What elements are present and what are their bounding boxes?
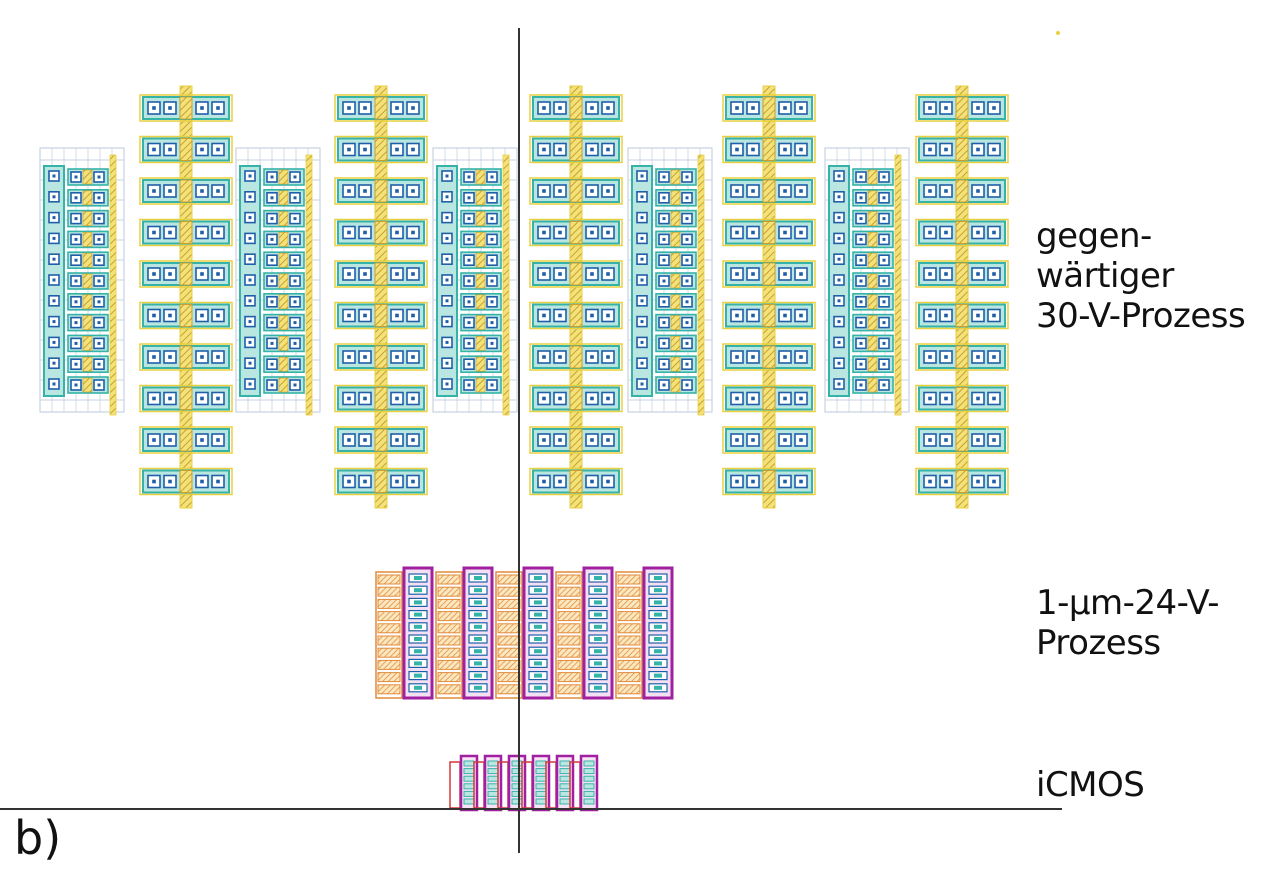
label-1um-line-1: 1-µm-24-V- — [1036, 583, 1220, 623]
small-transistor-column — [449, 754, 479, 812]
tall-transistor-column — [139, 85, 233, 509]
tall-transistor-column — [722, 85, 816, 509]
medium-transistor-column — [555, 566, 614, 700]
medium-transistor-column — [495, 566, 554, 700]
medium-transistor-column — [435, 566, 494, 700]
label-1um-line-2: Prozess — [1036, 623, 1161, 663]
medium-transistor-column — [615, 566, 674, 700]
stray-dot — [1056, 31, 1060, 35]
label-30v-process: gegen- wärtiger 30-V-Prozess — [1036, 216, 1246, 336]
layout-icmos-process — [449, 754, 599, 812]
label-icmos-process: iCMOS — [1036, 765, 1145, 805]
label-30v-line-1: gegen- — [1036, 216, 1152, 256]
layout-1um-24v-process — [375, 566, 674, 700]
small-transistor-column — [569, 754, 599, 812]
label-icmos-line-1: iCMOS — [1036, 765, 1145, 805]
tall-transistor-column — [334, 85, 428, 509]
short-transistor-column — [627, 147, 713, 416]
layout-30v-process — [39, 85, 1009, 509]
small-transistor-column — [521, 754, 551, 812]
short-transistor-column — [432, 147, 518, 416]
tall-transistor-column — [529, 85, 623, 509]
short-transistor-column — [235, 147, 321, 416]
label-1um-process: 1-µm-24-V- Prozess — [1036, 583, 1220, 663]
label-30v-line-3: 30-V-Prozess — [1036, 296, 1246, 336]
small-transistor-column — [497, 754, 527, 812]
tall-transistor-column — [915, 85, 1009, 509]
short-transistor-column — [824, 147, 910, 416]
panel-label: b) — [14, 811, 62, 865]
medium-transistor-column — [375, 566, 434, 700]
label-30v-line-2: wärtiger — [1036, 256, 1174, 296]
short-transistor-column — [39, 147, 125, 416]
